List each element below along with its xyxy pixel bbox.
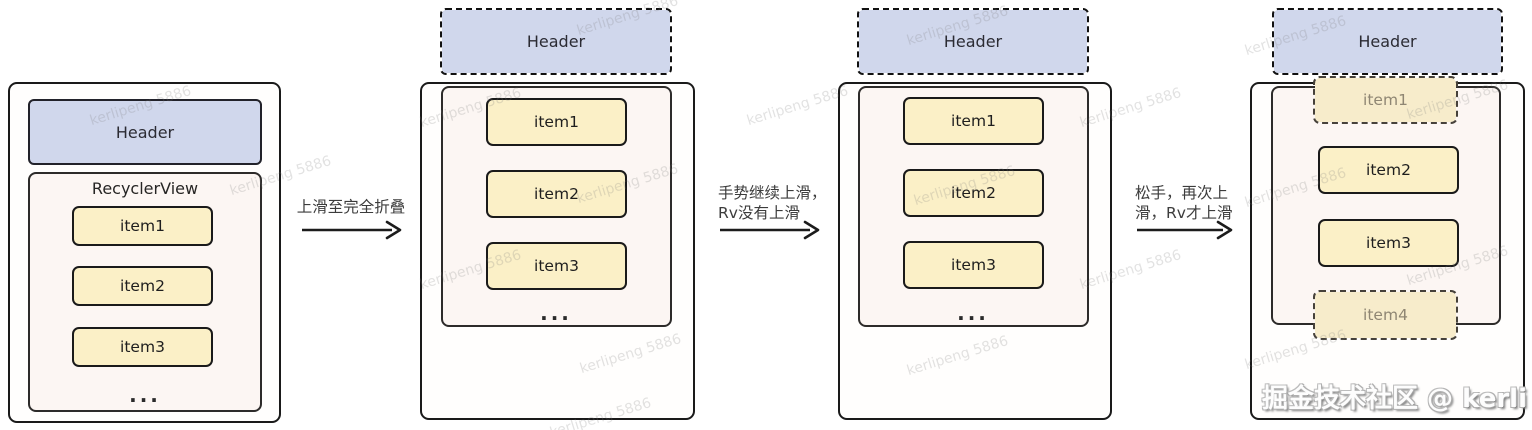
arrow-3-label-line2: 滑，Rv才上滑 — [1135, 204, 1233, 222]
list-item: item1 — [903, 97, 1044, 145]
list-item: item2 — [72, 266, 213, 306]
item-label: item2 — [534, 185, 579, 203]
list-item: item2 — [486, 170, 627, 218]
arrow-2-label-line1: 手势继续上滑， — [718, 184, 827, 202]
list-item-scrolled-in: item4 — [1313, 290, 1458, 340]
item-label: item4 — [1363, 306, 1408, 324]
arrow-right-icon — [720, 220, 820, 240]
more-items-ellipsis: ... — [129, 383, 161, 407]
more-items-ellipsis: ... — [540, 301, 572, 325]
item-label: item1 — [1363, 91, 1408, 109]
header-label: Header — [1358, 32, 1417, 51]
watermark: kerlipeng 5886 — [744, 82, 851, 130]
list-item: item3 — [1318, 219, 1459, 267]
list-item-scrolled-out: item1 — [1313, 76, 1458, 124]
item-label: item1 — [534, 113, 579, 131]
recyclerview-box-4 — [1271, 86, 1501, 325]
list-item: item2 — [1318, 146, 1459, 194]
arrow-3-label-line1: 松手，再次上 — [1135, 184, 1229, 202]
item-label: item2 — [951, 184, 996, 202]
header-label: Header — [943, 32, 1003, 51]
header-box-2: Header — [440, 8, 672, 75]
list-item: item3 — [72, 327, 213, 367]
arrow-2-label-line2: Rv没有上滑 — [718, 204, 800, 222]
arrow-right-icon — [1137, 220, 1233, 240]
community-watermark: 掘金技术社区 @ kerli — [1262, 384, 1527, 414]
recyclerview-label: RecyclerView — [91, 179, 199, 198]
list-item: item1 — [486, 98, 627, 146]
arrow-3-label: 松手，再次上 滑，Rv才上滑 — [1135, 183, 1232, 223]
header-box-3: Header — [857, 8, 1089, 75]
item-label: item3 — [1366, 234, 1411, 252]
arrow-2-label: 手势继续上滑， Rv没有上滑 — [718, 183, 827, 223]
header-label: Header — [115, 122, 175, 142]
arrow-right-icon — [302, 220, 402, 240]
item-label: item3 — [951, 256, 996, 274]
item-label: item3 — [120, 338, 165, 356]
list-item: item1 — [72, 206, 213, 246]
item-label: item2 — [120, 277, 165, 295]
header-label: Header — [526, 32, 586, 51]
item-label: item1 — [120, 217, 165, 235]
item-label: item2 — [1366, 161, 1411, 179]
header-box-1: Header — [28, 99, 262, 165]
more-items-ellipsis: ... — [957, 301, 989, 325]
header-box-4: Header — [1272, 8, 1503, 75]
list-item: item3 — [486, 242, 627, 290]
arrow-1-label: 上滑至完全折叠 — [296, 198, 406, 216]
list-item: item2 — [903, 169, 1044, 217]
item-label: item1 — [951, 112, 996, 130]
list-item: item3 — [903, 241, 1044, 289]
item-label: item3 — [534, 257, 579, 275]
